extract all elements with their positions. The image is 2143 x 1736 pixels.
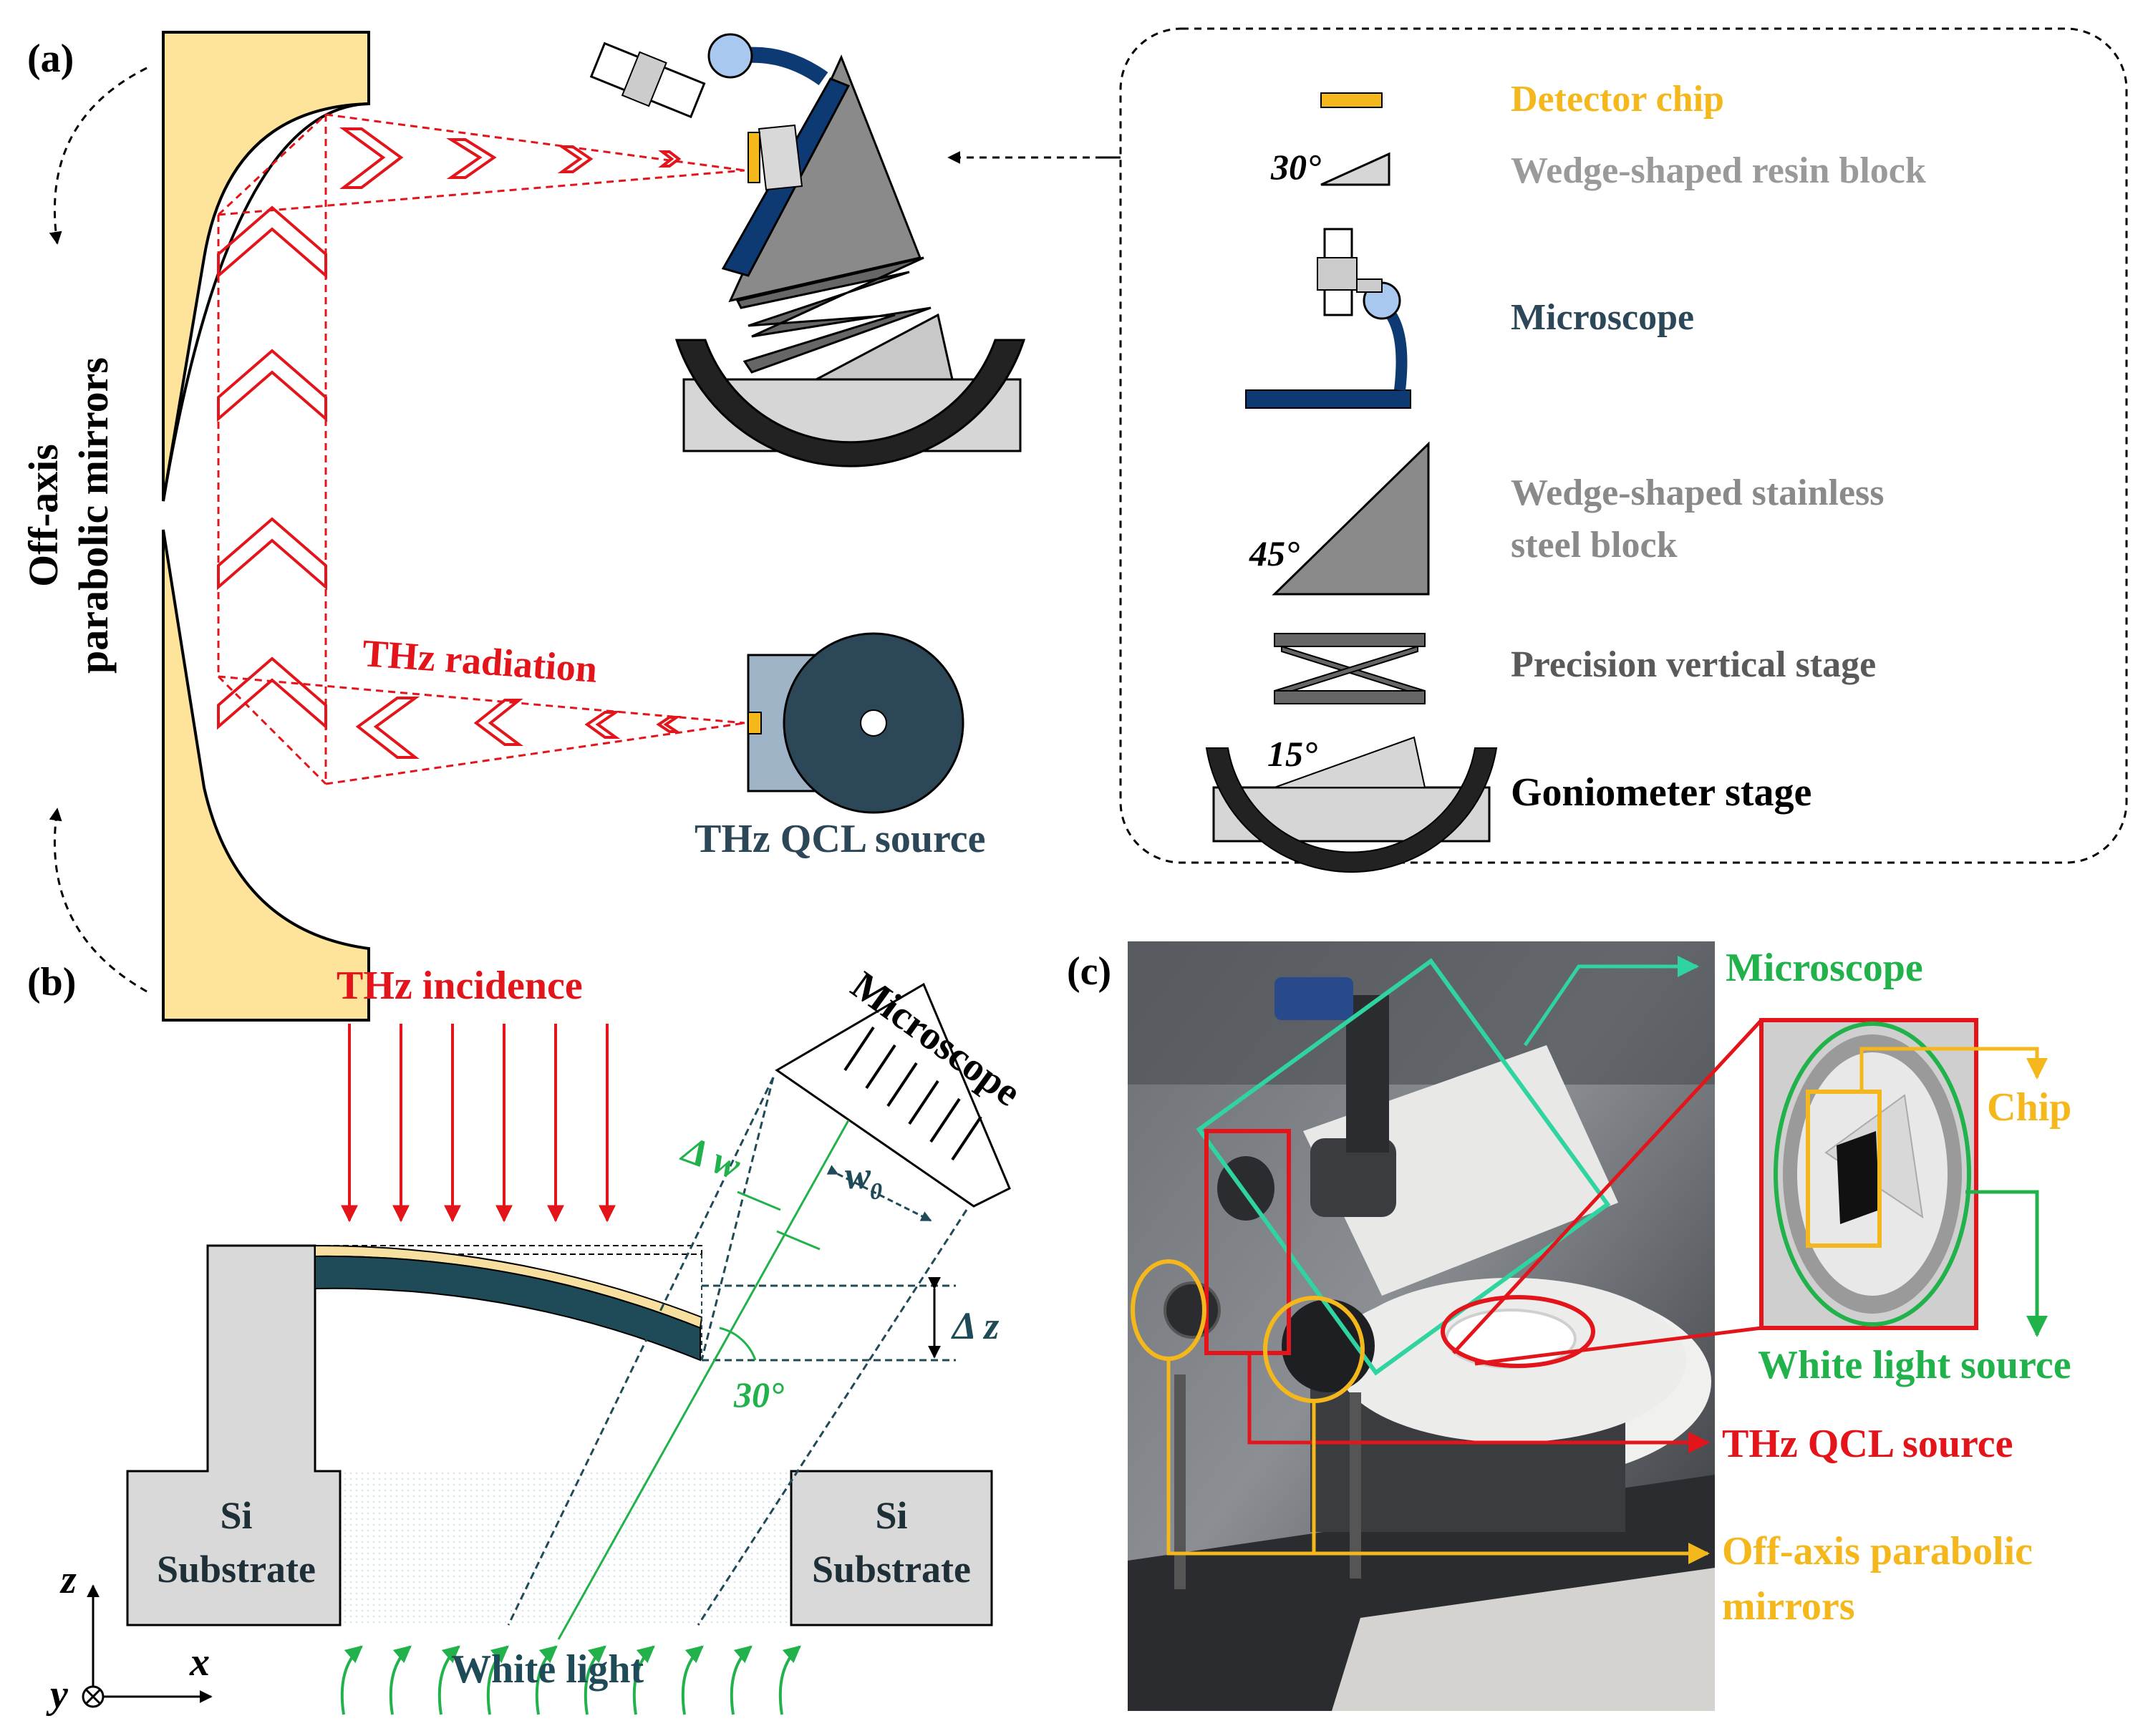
legend-box — [1119, 27, 2128, 864]
legend-resin-angle: 30° — [1270, 147, 1321, 187]
lower-parabolic-mirror — [162, 529, 370, 1022]
substrate-left-line2: Substrate — [157, 1548, 316, 1591]
panel-a-label: (a) — [27, 37, 74, 81]
legend-vertical-stage-label: Precision vertical stage — [1511, 644, 1876, 685]
substrate-right-line1: Si — [875, 1494, 907, 1537]
qcl-c-label: THz QCL source — [1722, 1422, 2013, 1466]
legend-steel-angle: 45° — [1249, 533, 1300, 573]
substrate-left-line1: Si — [220, 1494, 252, 1537]
rotate-arrow-upper — [49, 67, 147, 245]
legend-steel-icon — [1272, 441, 1430, 596]
axis-z-label: z — [59, 1558, 77, 1602]
beam-chevrons — [217, 127, 682, 759]
delta-z-label: Δ z — [951, 1304, 999, 1347]
legend-steel-label-line2: steel block — [1511, 525, 1678, 566]
legend-goniometer-icon — [1205, 736, 1498, 873]
inset-chip-box — [1806, 1090, 1882, 1248]
inset-lamp-ellipse — [1774, 1022, 1971, 1327]
angle-30-label: 30° — [733, 1374, 784, 1415]
microscope-leader — [1523, 956, 1699, 1047]
legend-microscope-icon — [1245, 228, 1411, 409]
microscope-c-label: Microscope — [1726, 946, 1923, 990]
w0-subscript: 0 — [870, 1178, 882, 1205]
mirrors-c-label-line2: mirrors — [1722, 1584, 1855, 1629]
panel-c: (c) Mic — [1067, 941, 2071, 1711]
legend-goniometer-angle: 15° — [1267, 734, 1317, 774]
si-substrate-right — [790, 1470, 993, 1626]
thz-incidence-label: THz incidence — [337, 964, 583, 1008]
upper-parabolic-mirror — [162, 31, 370, 502]
panel-a: (a) Off-axis parabolic mirrors — [20, 27, 2128, 1022]
mirrors-leader — [1166, 1359, 1710, 1564]
panel-b: (b) THz incidence Si Substrate Si Substr… — [27, 960, 1029, 1717]
legend-resin-label: Wedge-shaped resin block — [1511, 150, 1926, 191]
mirrors-c-label-line1: Off-axis parabolic — [1722, 1529, 2033, 1573]
goniometer-arc — [674, 339, 1026, 467]
panel-b-label: (b) — [27, 960, 76, 1004]
cantilever-beam — [314, 1255, 701, 1362]
legend-vertical-stage-icon — [1274, 633, 1426, 704]
microscope-eyepiece — [589, 42, 706, 119]
thz-radiation-label: THz radiation — [361, 631, 599, 691]
white-light-arrows — [340, 1645, 801, 1715]
legend-steel-label-line1: Wedge-shaped stainless — [1511, 472, 1885, 513]
mirrors-label: Off-axis parabolic mirrors — [20, 357, 117, 674]
angle-arc — [719, 1327, 757, 1361]
center-ray — [557, 1120, 850, 1640]
chip-leader — [1859, 1047, 2048, 1092]
w0-arrow — [826, 1165, 932, 1222]
axis-x-label: x — [189, 1640, 210, 1684]
mirrors-label-line1: Off-axis — [20, 444, 67, 587]
resin-wedge-small — [816, 313, 954, 381]
chip-label: Chip — [1987, 1085, 2071, 1130]
axes — [87, 1584, 213, 1703]
legend-resin-icon — [1320, 152, 1390, 186]
cavity-dots — [340, 1471, 791, 1625]
optical-paths — [507, 1077, 968, 1626]
mirrors-label-line2: parabolic mirrors — [70, 357, 117, 674]
photo-optical-table — [1332, 1568, 1715, 1711]
microscope-knob — [707, 33, 753, 79]
delta-w-tick-1 — [737, 1191, 781, 1211]
chip-zoom-ellipse — [1441, 1295, 1595, 1368]
qcl-source-label: THz QCL source — [695, 817, 986, 861]
substrate-right-line2: Substrate — [812, 1548, 971, 1591]
w0-label: w — [845, 1154, 871, 1197]
rotate-arrow-lower — [49, 808, 147, 993]
thz-incidence-arrows — [341, 1024, 616, 1223]
delta-w-tick-2 — [776, 1230, 821, 1251]
thz-beam — [217, 113, 745, 785]
detector-chip-a — [748, 132, 760, 183]
upper-mirror-surface — [162, 102, 369, 502]
resin-block-a — [758, 124, 803, 191]
legend-detector-label: Detector chip — [1511, 79, 1724, 120]
microscope-b-icon — [775, 982, 1011, 1208]
legend-detector-icon — [1320, 92, 1383, 108]
panel-c-label: (c) — [1067, 949, 1111, 994]
white-light-label: White light — [451, 1647, 644, 1692]
delta-w-label: Δ w — [676, 1127, 747, 1188]
qcl-source-illustration — [747, 632, 964, 814]
lamp-leader — [1965, 1190, 2048, 1337]
legend-microscope-label: Microscope — [1511, 297, 1694, 338]
legend-goniometer-label: Goniometer stage — [1511, 770, 1811, 815]
inset-box — [1759, 1018, 1978, 1330]
axis-y-label: y — [46, 1672, 69, 1717]
setup-illustration — [589, 33, 1026, 467]
qcl-leader — [1247, 1353, 1710, 1453]
white-light-source-label: White light source — [1758, 1343, 2071, 1387]
vertical-stage-zigzag — [735, 256, 932, 374]
